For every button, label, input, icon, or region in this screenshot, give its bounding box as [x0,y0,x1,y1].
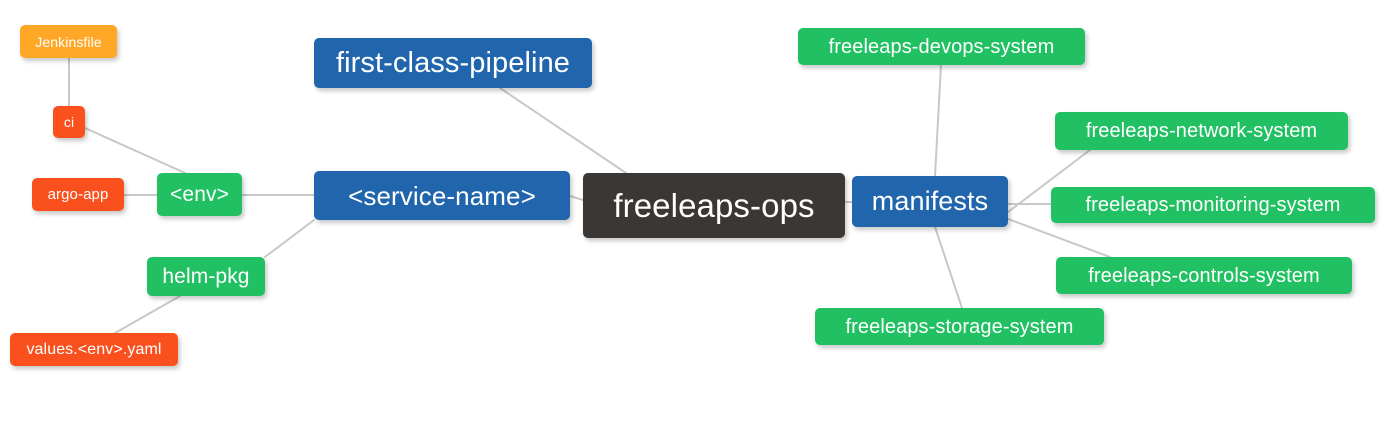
edge-manifests-to-freeleaps-storage-system [934,226,963,309]
edge-service-name-to-helm-pkg [264,219,315,258]
node-label: freeleaps-ops [613,187,815,224]
mindmap-node-ci[interactable]: ci [53,106,85,138]
mindmap-node-helm-pkg[interactable]: helm-pkg [147,257,265,296]
mindmap-node-freeleaps-controls-system[interactable]: freeleaps-controls-system [1056,257,1352,294]
node-label: first-class-pipeline [335,46,571,79]
edge-helm-pkg-to-values-env-yaml [114,295,181,334]
mindmap-node-manifests[interactable]: manifests [852,176,1008,227]
edge-ci-to-env [84,127,186,174]
node-label: <env> [170,183,229,206]
mindmap-node-service-name[interactable]: <service-name> [314,171,570,220]
node-label: freeleaps-monitoring-system [1085,194,1341,216]
edge-service-name-to-freeleaps-ops [569,195,584,201]
mindmap-node-freeleaps-devops-system[interactable]: freeleaps-devops-system [798,28,1085,65]
node-label: argo-app [47,186,109,203]
mindmap-node-freeleaps-network-system[interactable]: freeleaps-network-system [1055,112,1348,150]
node-label: freeleaps-storage-system [845,315,1074,338]
node-label: ci [63,114,75,130]
edge-manifests-to-freeleaps-controls-system [1007,218,1111,258]
mindmap-node-freeleaps-ops[interactable]: freeleaps-ops [583,173,845,238]
mindmap-node-jenkinsfile[interactable]: Jenkinsfile [20,25,117,58]
mindmap-node-first-class-pipeline[interactable]: first-class-pipeline [314,38,592,88]
mindmap-node-argo-app[interactable]: argo-app [32,178,124,211]
node-label: freeleaps-network-system [1085,120,1318,142]
mindmap-node-env[interactable]: <env> [157,173,242,216]
node-label: Jenkinsfile [35,33,102,50]
node-label: values.<env>.yaml [26,340,162,358]
node-label: <service-name> [348,180,536,211]
node-label: manifests [871,186,989,216]
mindmap-node-values-env-yaml[interactable]: values.<env>.yaml [10,333,178,366]
edge-manifests-to-freeleaps-devops-system [934,64,942,177]
node-label: freeleaps-devops-system [828,35,1055,58]
node-label: freeleaps-controls-system [1088,264,1320,287]
node-label: helm-pkg [162,265,250,288]
mindmap-node-freeleaps-monitoring-system[interactable]: freeleaps-monitoring-system [1051,187,1375,223]
edge-first-class-pipeline-to-freeleaps-ops [499,87,627,174]
mindmap-node-freeleaps-storage-system[interactable]: freeleaps-storage-system [815,308,1104,345]
